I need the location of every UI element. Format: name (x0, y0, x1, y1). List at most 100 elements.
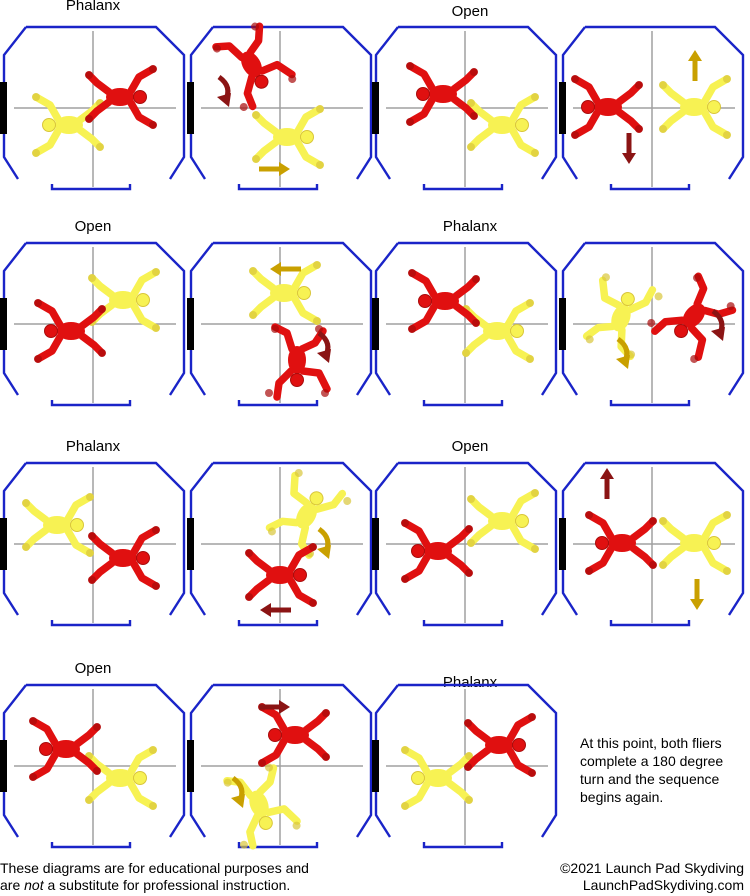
website-link[interactable]: LaunchPadSkydiving.com (582, 877, 744, 893)
tunnel-wall-left (374, 462, 399, 616)
yellow-flier-grip (294, 469, 303, 478)
title-phalanx-1: Phalanx (65, 0, 121, 14)
red-flier-head (674, 324, 689, 339)
red-flier-grip (472, 319, 480, 327)
arrow-shaft (694, 579, 700, 599)
red-flier-limb (506, 747, 536, 777)
tunnel-floor-bracket (422, 842, 504, 849)
yellow-flier-grip (531, 489, 539, 497)
yellow-arrow-0 (317, 526, 331, 559)
arrow-head (317, 545, 331, 559)
arrow-head (260, 603, 271, 617)
tunnel-floor-bracket (422, 400, 504, 407)
red-flier-grip (85, 115, 93, 123)
arrow-shaft (271, 607, 291, 613)
red-flier-grip (98, 349, 106, 357)
yellow-flier-grip (654, 292, 663, 301)
red-flier-limb (34, 333, 64, 363)
red-flier-limb (127, 65, 157, 95)
red-flier-grip (149, 121, 157, 129)
yellow-flier (252, 105, 324, 169)
note-line-3: turn and the sequence (580, 771, 720, 787)
red-flier-grip (647, 318, 656, 327)
red-flier-grip (93, 767, 101, 775)
red-flier-torso (57, 322, 85, 340)
yellow-flier-limb (130, 268, 160, 298)
yellow-flier-limb (626, 286, 657, 314)
red-flier-torso (288, 346, 306, 374)
title-open-4: Open (74, 660, 112, 677)
red-flier-head (133, 90, 147, 104)
red-flier-head (290, 373, 304, 387)
red-flier-grip (309, 599, 317, 607)
red-flier (585, 511, 657, 575)
yellow-flier (22, 493, 94, 557)
arrow-head (231, 794, 245, 808)
yellow-flier-grip (86, 549, 94, 557)
red-flier-limb (29, 751, 59, 781)
tunnel-wall-left (2, 242, 27, 396)
red-flier-limb (406, 62, 436, 92)
yellow-flier-torso (249, 790, 269, 818)
red-flier (406, 62, 478, 126)
red-flier-grip (149, 65, 157, 73)
tunnel-wall-right (398, 241, 558, 396)
tunnel-floor-bracket (422, 184, 504, 191)
yellow-flier-limb (509, 127, 539, 157)
tunnel-door (187, 518, 194, 570)
tunnel-door (372, 518, 379, 570)
yellow-arrow-1 (259, 162, 290, 176)
yellow-flier-grip (659, 517, 667, 525)
yellow-flier-head (70, 518, 84, 532)
tunnel-floor-bracket (50, 184, 132, 191)
yellow-flier (401, 746, 473, 810)
tunnel-floor-bracket (237, 620, 319, 627)
yellow-flier-grip (465, 752, 473, 760)
red-flier-limb (571, 109, 601, 139)
yellow-flier-grip (723, 511, 731, 519)
red-flier-grip (571, 131, 579, 139)
tunnel-wall-right (585, 241, 745, 396)
tunnel-floor-bracket (609, 184, 691, 191)
yellow-flier (467, 489, 539, 553)
tunnel-door (187, 740, 194, 792)
tunnel-floor-bracket (237, 184, 319, 191)
yellow-flier-limb (290, 471, 311, 507)
yellow-flier-limb (701, 109, 731, 139)
diagram-1-phalanx (0, 25, 186, 191)
arrow-head (217, 93, 231, 107)
red-flier-grip (34, 299, 42, 307)
yellow-flier-grip (22, 499, 30, 507)
yellow-flier-grip (467, 495, 475, 503)
yellow-arrow-0 (270, 262, 301, 276)
arrow-shaft (692, 61, 698, 81)
diagram-3-open (0, 241, 186, 407)
yellow-flier-limb (294, 139, 324, 169)
tunnel-wall-right (585, 25, 745, 180)
note-line-4: begins again. (580, 789, 664, 805)
yellow-flier-grip (723, 567, 731, 575)
diagram-8-phalanx (372, 683, 558, 849)
title-open-3: Open (451, 438, 489, 455)
arrow-head (622, 153, 636, 164)
yellow-flier-limb (127, 746, 157, 776)
yellow-flier (32, 93, 104, 157)
yellow-flier-limb (598, 276, 623, 310)
yellow-arrow-1 (231, 775, 245, 808)
red-flier-grip (635, 125, 643, 133)
yellow-flier-limb (701, 75, 731, 105)
yellow-flier-torso (680, 534, 708, 552)
yellow-flier (85, 746, 157, 810)
yellow-flier-grip (152, 324, 160, 332)
yellow-flier-grip (467, 539, 475, 547)
red-flier-grip (88, 576, 96, 584)
red-flier-limb (299, 367, 331, 393)
yellow-flier-grip (401, 746, 409, 754)
yellow-flier-grip (465, 796, 473, 804)
red-flier (29, 717, 101, 781)
red-flier-grip (571, 75, 579, 83)
arrow-shape (260, 603, 291, 617)
red-flier-grip (408, 325, 416, 333)
red-flier-limb (506, 713, 536, 743)
red-flier-grip (212, 44, 221, 53)
